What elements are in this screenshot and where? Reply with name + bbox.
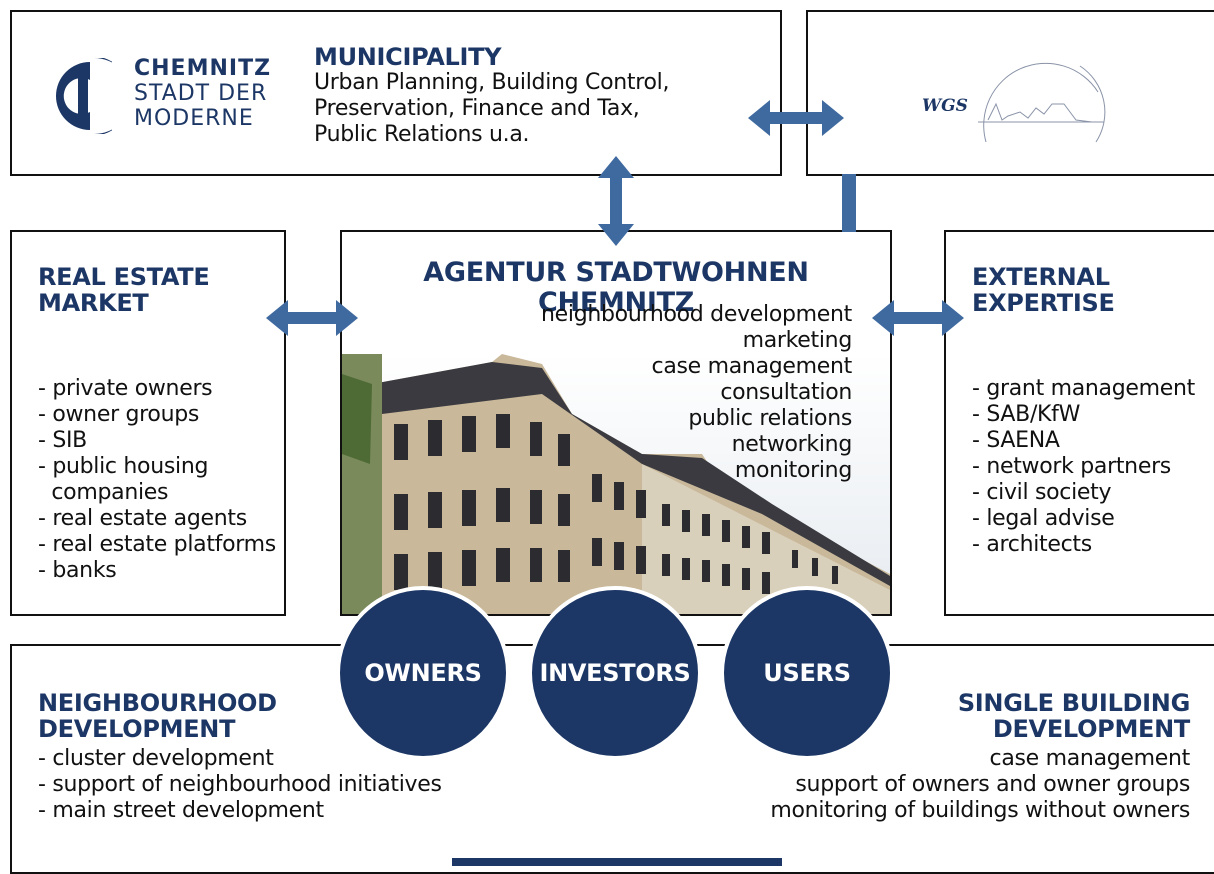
list-item: - civil society <box>972 480 1112 505</box>
external-title-line-1: EXTERNAL <box>972 263 1110 291</box>
agency-title: AGENTUR STADTWOHNEN CHEMNITZ <box>423 257 809 318</box>
real-estate-market-box: REAL ESTATE MARKET - private owners - ow… <box>10 230 286 616</box>
list-item: companies <box>38 480 169 505</box>
single-building-title-line-1: SINGLE BUILDING <box>957 689 1190 717</box>
service-item: monitoring <box>734 458 852 483</box>
single-building-section: SINGLE BUILDING DEVELOPMENT case managem… <box>770 690 1190 824</box>
list-item: - real estate platforms <box>38 532 276 557</box>
wgs-logo-text: WGS <box>922 96 968 116</box>
list-item: - network partners <box>972 454 1171 479</box>
neighbourhood-section: NEIGHBOURHOOD DEVELOPMENT - cluster deve… <box>38 690 442 824</box>
investors-circle: INVESTORS <box>528 586 702 760</box>
list-item: - support of neighbourhood initiatives <box>38 772 442 797</box>
arrow-agency-expertise-icon <box>872 300 964 336</box>
logo-line-stadt-der: STADT DER <box>134 81 268 106</box>
list-item: case management <box>989 746 1191 771</box>
list-item: - SAB/KfW <box>972 402 1081 427</box>
wgs-skyline-logo-icon <box>978 62 1106 143</box>
list-item: - SIB <box>38 428 87 453</box>
municipality-line-2: Preservation, Finance and Tax, <box>314 96 640 121</box>
list-item: - legal advise <box>972 506 1115 531</box>
municipality-title: MUNICIPALITY <box>314 43 502 71</box>
single-building-list: case management support of owners and ow… <box>770 746 1190 824</box>
agency-box: AGENTUR STADTWOHNEN CHEMNITZ neighbourho… <box>340 230 892 616</box>
external-list: - grant management - SAB/KfW - SAENA - n… <box>972 376 1195 558</box>
list-item: - architects <box>972 532 1092 557</box>
service-item: case management <box>651 354 853 379</box>
list-item: - main street development <box>38 798 324 823</box>
service-item: consultation <box>720 380 852 405</box>
real-estate-title-line-2: MARKET <box>38 289 149 317</box>
list-item: - banks <box>38 558 117 583</box>
external-heading: EXTERNAL EXPERTISE <box>972 264 1115 316</box>
list-item: - cluster development <box>38 746 274 771</box>
list-item: - owner groups <box>38 402 200 427</box>
chemnitz-logo-text: CHEMNITZ STADT DER MODERNE <box>134 56 271 131</box>
arrow-market-agency-icon <box>266 300 358 336</box>
municipality-line-1: Urban Planning, Building Control, <box>314 70 670 95</box>
chemnitz-logo-icon <box>55 58 112 134</box>
arrow-municipality-wgs-icon <box>748 100 844 136</box>
building-photo <box>342 354 890 614</box>
logo-line-chemnitz: CHEMNITZ <box>134 56 272 81</box>
neighbourhood-title-line-2: DEVELOPMENT <box>38 715 236 743</box>
list-item: - SAENA <box>972 428 1060 453</box>
external-title-line-2: EXPERTISE <box>972 289 1115 317</box>
external-expertise-box: EXTERNAL EXPERTISE - grant management - … <box>944 230 1214 616</box>
service-item: public relations <box>688 406 852 431</box>
neighbourhood-list: - cluster development - support of neigh… <box>38 746 442 824</box>
real-estate-list: - private owners - owner groups - SIB - … <box>38 376 276 584</box>
bottom-bar <box>452 858 782 866</box>
list-item: - real estate agents <box>38 506 247 531</box>
users-circle: USERS <box>720 586 894 760</box>
list-item: support of owners and owner groups <box>795 772 1190 797</box>
list-item: - grant management <box>972 376 1195 401</box>
logo-line-moderne: MODERNE <box>134 106 254 131</box>
wgs-connector-bar <box>842 174 856 232</box>
list-item: - private owners <box>38 376 213 401</box>
municipality-box: CHEMNITZ STADT DER MODERNE MUNICIPALITY … <box>10 10 782 176</box>
agency-services: neighbourhood development marketing case… <box>541 302 852 484</box>
list-item: monitoring of buildings without owners <box>770 798 1190 823</box>
neighbourhood-title-line-1: NEIGHBOURHOOD <box>38 689 277 717</box>
single-building-title-line-2: DEVELOPMENT <box>992 715 1190 743</box>
real-estate-heading: REAL ESTATE MARKET <box>38 263 210 317</box>
wgs-box: WGS <box>806 10 1214 176</box>
real-estate-title-line-1: REAL ESTATE <box>38 263 210 291</box>
arrow-municipality-agency-icon <box>598 156 634 246</box>
service-item: networking <box>731 432 853 457</box>
list-item: - public housing <box>38 454 209 479</box>
owners-circle: OWNERS <box>336 586 510 760</box>
service-item: marketing <box>742 328 853 353</box>
municipality-text: MUNICIPALITY Urban Planning, Building Co… <box>314 44 669 148</box>
service-item: neighbourhood development <box>541 302 852 327</box>
municipality-line-3: Public Relations u.a. <box>314 122 530 147</box>
